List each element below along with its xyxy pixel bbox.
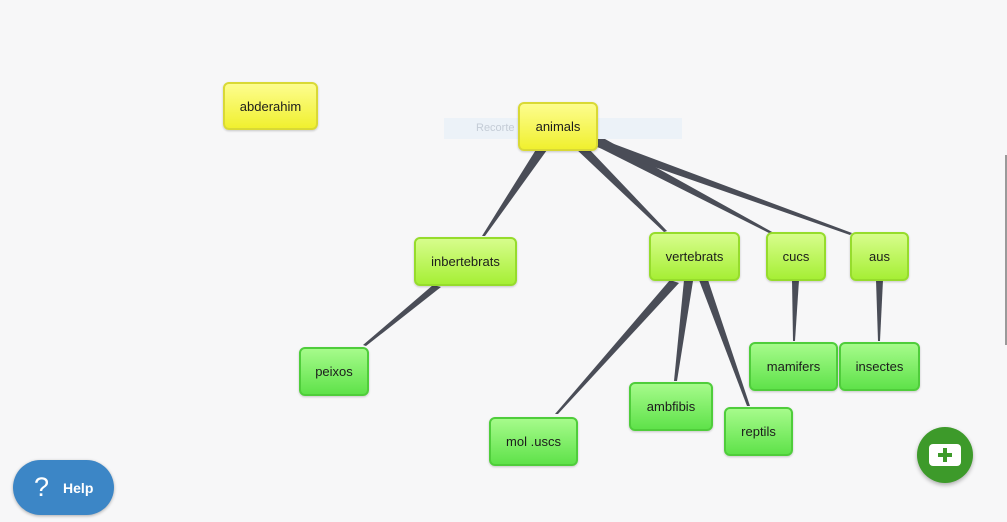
link-vertebrats-reptils — [699, 280, 750, 406]
link-animals-vertebrats — [575, 148, 667, 232]
node-reptils[interactable]: reptils — [724, 407, 793, 456]
node-vertebrats[interactable]: vertebrats — [649, 232, 740, 281]
help-button[interactable]: ? Help — [13, 460, 114, 515]
node-insectes[interactable]: insectes — [839, 342, 920, 391]
question-mark-icon: ? — [34, 472, 50, 502]
help-label: Help — [63, 479, 94, 496]
link-aus-insectes — [876, 280, 883, 341]
vertical-scrollbar[interactable] — [1005, 155, 1007, 345]
node-moluscs[interactable]: mol .uscs — [489, 417, 578, 466]
node-cucs[interactable]: cucs — [766, 232, 826, 281]
node-ambfibis[interactable]: ambfibis — [629, 382, 713, 431]
node-abderahim[interactable]: abderahim — [223, 82, 318, 130]
link-vertebrats-moluscs — [555, 280, 679, 414]
link-cucs-mamifers — [792, 280, 799, 341]
link-animals-inbertebrats — [482, 148, 547, 236]
node-aus[interactable]: aus — [850, 232, 909, 281]
add-concept-button[interactable] — [917, 427, 973, 483]
node-mamifers[interactable]: mamifers — [749, 342, 838, 391]
plus-icon — [929, 444, 961, 466]
link-animals-aus — [594, 138, 852, 235]
link-inbertebrats-peixos — [363, 285, 441, 346]
link-vertebrats-ambfibis — [674, 280, 693, 381]
node-inbertebrats[interactable]: inbertebrats — [414, 237, 517, 286]
node-animals[interactable]: animals — [518, 102, 598, 151]
node-peixos[interactable]: peixos — [299, 347, 369, 396]
